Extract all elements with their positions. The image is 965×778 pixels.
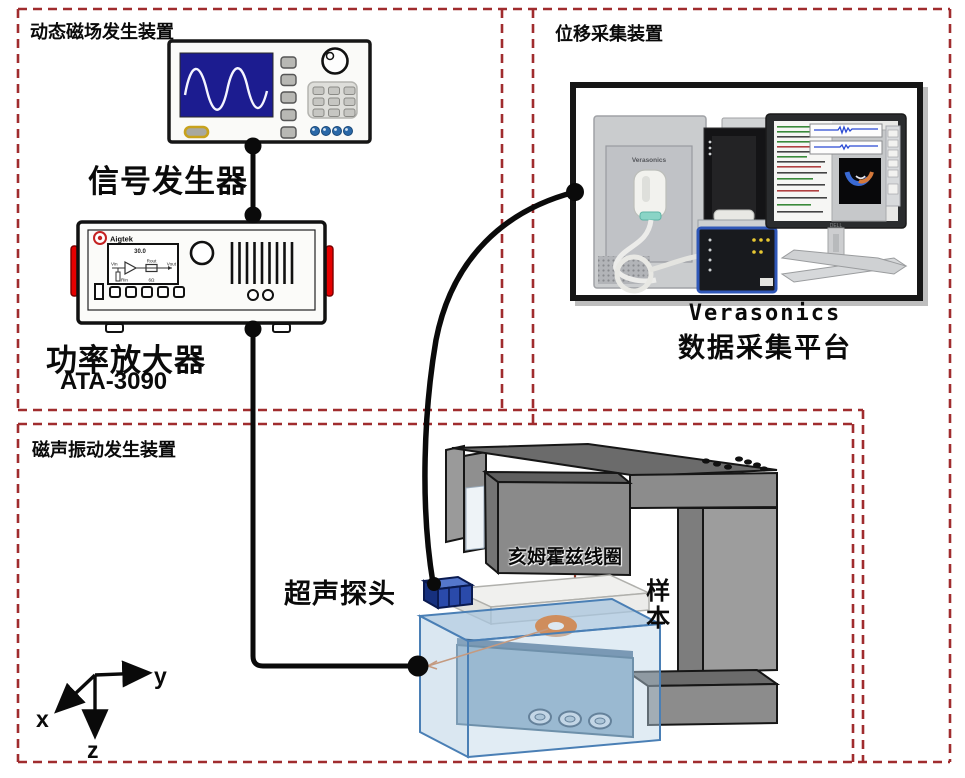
region-title-displacement: 位移采集装置: [555, 24, 663, 44]
power-amplifier: Aigtek 30.0 Vin Rin Rout 6Ω Vout: [70, 220, 334, 333]
verasonics-name: Verasonics: [688, 301, 842, 326]
softkey-buttons: [280, 56, 297, 139]
verasonics-photo-frame: Verasonics: [570, 82, 923, 301]
tank-shell-left: [419, 614, 469, 759]
impedance-label: 6Ω: [149, 278, 156, 283]
signal-generator-screen: [179, 52, 274, 118]
keypad-buttons: [312, 86, 356, 117]
magnetoacoustic-apparatus: [416, 442, 781, 759]
ultrasound-probe-3d: [420, 575, 476, 610]
helmholtz-coil-label: 亥姆霍兹线圈: [507, 547, 622, 568]
rear-plate-a: [445, 444, 465, 544]
water-tank: [416, 597, 664, 759]
signal-generator: [167, 39, 372, 144]
scanner-box-text: Verasonics: [632, 157, 667, 164]
probe-cable: [613, 219, 657, 284]
signal-generator-label: 信号发生器: [88, 164, 248, 199]
vin-label: Vin: [111, 262, 118, 267]
coil-box-left: [483, 469, 499, 576]
output-connector-2: [262, 289, 274, 301]
frame-top-beam-front: [629, 471, 778, 510]
amplifier-schematic: 30.0 Vin Rin Rout 6Ω Vout: [111, 249, 177, 283]
amplifier-power-switch: [94, 283, 104, 300]
front-buttons: [109, 286, 185, 298]
verasonics-photo: Verasonics: [593, 113, 908, 294]
region-title-dynamic-field: 动态磁场发生装置: [30, 22, 174, 42]
photo-probe: [633, 169, 667, 221]
y-axis-arrow: [94, 660, 153, 688]
output-connector-1: [247, 289, 259, 301]
tank-ports: [528, 708, 612, 730]
x-axis-label: x: [36, 706, 49, 732]
dial-knob-indicator: [325, 51, 335, 61]
ultrasound-probe-label: 超声探头: [284, 579, 396, 609]
control-unit: [696, 209, 778, 294]
vent-slots: [230, 242, 294, 284]
power-amplifier-model: ATA-3090: [60, 368, 168, 395]
aigtek-logo-dot: [97, 235, 103, 241]
amplifier-knob: [189, 240, 215, 266]
rear-plate-window: [465, 485, 485, 551]
z-axis-label: z: [87, 737, 99, 763]
power-amplifier-label: 功率放大器: [46, 343, 206, 378]
rin-label: Rin: [121, 278, 128, 283]
gain-value: 30.0: [134, 249, 146, 255]
probe-cable-coil: [614, 254, 654, 294]
rout-label: Rout: [147, 259, 157, 264]
monitor-brand: DELL: [830, 223, 843, 229]
waveform-strip-2: [809, 140, 883, 155]
monitor-stand: [780, 227, 908, 283]
frame-bottom-beam-front: [647, 682, 778, 727]
copper-coil-hole: [548, 622, 564, 630]
y-axis-label: y: [154, 663, 167, 689]
verasonics-platform-label: 数据采集平台: [678, 333, 852, 363]
sample-label: 样本: [641, 578, 669, 632]
dial-knob: [321, 47, 349, 75]
frame-column-front: [677, 507, 704, 686]
right-handle: [325, 245, 334, 297]
amplifier-foot-right: [272, 323, 291, 333]
frame-bolts: [702, 456, 768, 472]
x-axis-arrow: [54, 673, 97, 714]
tank-shell-front: [467, 622, 661, 759]
vout-label: Vout: [167, 262, 177, 267]
amplifier-brand: Aigtek: [110, 235, 134, 244]
amplifier-foot-left: [105, 323, 124, 333]
beam-path-arrow: [427, 628, 549, 670]
frame-column-side: [702, 507, 778, 674]
photo-monitor: DELL: [765, 113, 907, 229]
coordinate-axes: [54, 660, 153, 740]
code-lines: [777, 126, 827, 213]
bnc-connectors: [310, 126, 353, 136]
amplifier-panel: [87, 229, 316, 311]
sine-wave: [183, 67, 269, 111]
power-button: [183, 125, 210, 139]
region-title-magnetoacoustic: 磁声振动发生装置: [32, 440, 176, 460]
